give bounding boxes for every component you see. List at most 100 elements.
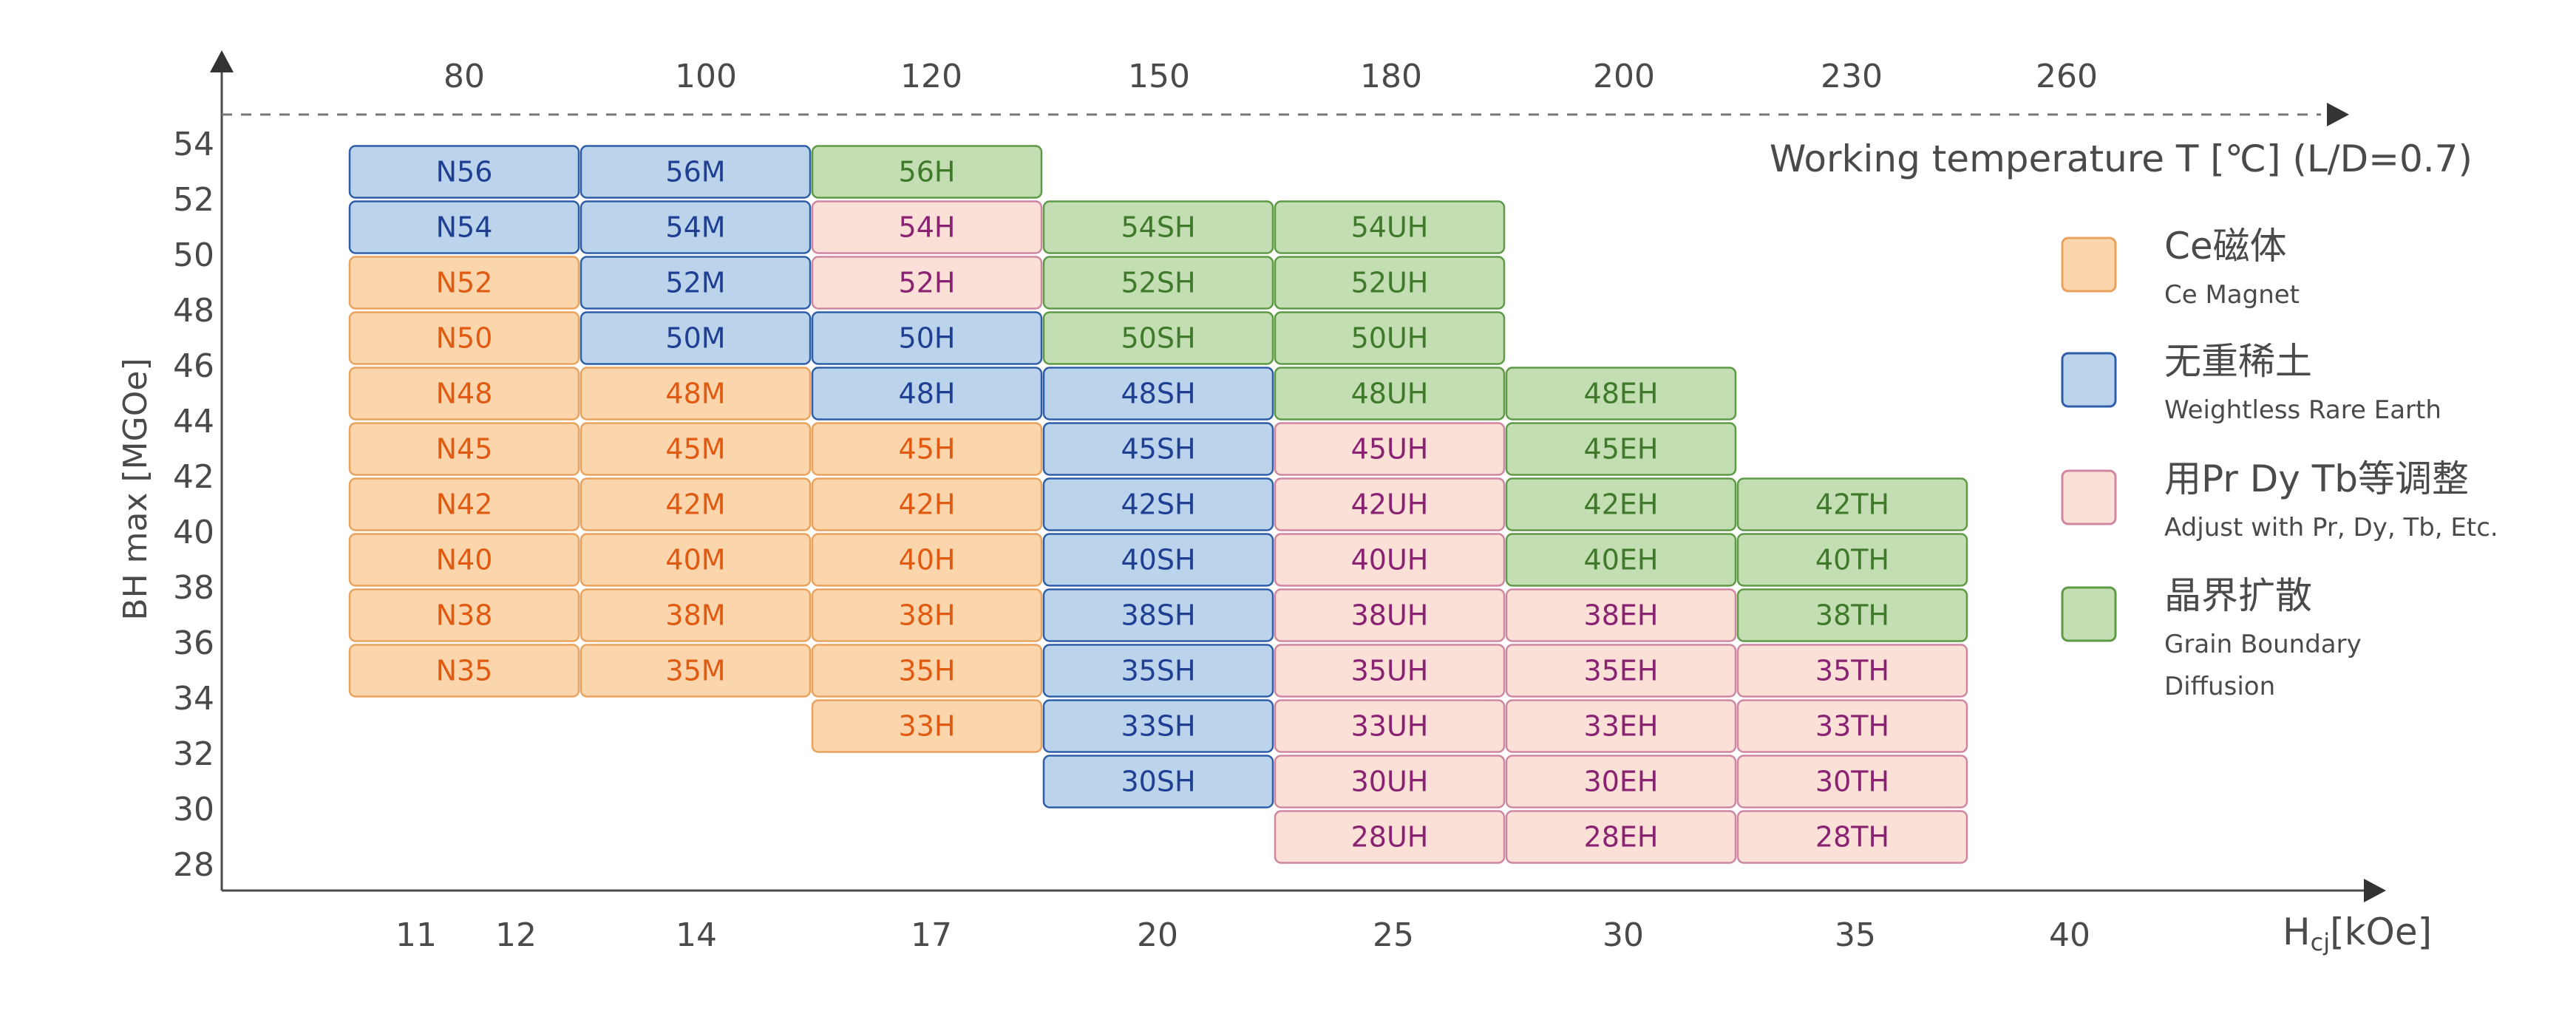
grade-cell — [348, 200, 580, 254]
grade-cell — [1042, 311, 1274, 365]
grade-cell — [1736, 588, 1968, 642]
grade-label: 28TH — [1815, 821, 1889, 854]
grade-label: 48UH — [1351, 378, 1429, 410]
grade-label: N52 — [436, 267, 493, 299]
grade-cell — [1505, 422, 1737, 476]
temp-tick-label: 120 — [900, 58, 962, 95]
grade-cell — [1505, 644, 1737, 698]
grade-label: 45M — [665, 433, 725, 466]
grade-label: 50H — [899, 322, 956, 355]
grade-label: N48 — [436, 378, 493, 410]
grade-cell — [1736, 810, 1968, 864]
grade-cell — [1042, 477, 1274, 531]
grade-cell — [1736, 477, 1968, 531]
grade-label: 40EH — [1584, 544, 1659, 576]
y-axis-arrow — [210, 50, 234, 72]
grade-cell — [1736, 755, 1968, 809]
legend-title: 晶界扩散 — [2164, 574, 2312, 617]
grade-cell — [1042, 644, 1274, 698]
grade-cell — [1505, 810, 1737, 864]
grade-cell — [811, 311, 1043, 365]
grade-cell — [811, 699, 1043, 753]
temp-tick-label: 180 — [1360, 58, 1422, 95]
y-tick-label: 52 — [173, 181, 214, 219]
grade-cell — [1505, 367, 1737, 421]
x-axis-label: Hcj[kOe] — [2283, 910, 2432, 956]
legend-swatch — [2061, 469, 2117, 525]
grade-cell — [1042, 588, 1274, 642]
grade-label: 33SH — [1121, 710, 1195, 743]
grade-cell — [1042, 256, 1274, 310]
grade-cells: N56N54N52N50N48N45N42N40N38N3556M54M52M5… — [348, 145, 1968, 864]
grade-cell — [811, 588, 1043, 642]
grade-cell — [1274, 699, 1506, 753]
grade-label: N56 — [436, 156, 493, 188]
y-tick-label: 38 — [173, 569, 214, 607]
grade-label: 52SH — [1121, 267, 1195, 299]
legend-subtitle: Adjust with Pr, Dy, Tb, Etc. — [2164, 513, 2498, 542]
grade-cell — [1274, 533, 1506, 587]
grade-cell — [1042, 533, 1274, 587]
grade-label: 54M — [665, 211, 725, 244]
y-tick-label: 42 — [173, 458, 214, 496]
y-tick-label: 50 — [173, 236, 214, 274]
grade-label: N40 — [436, 544, 493, 576]
grade-label: 35EH — [1584, 655, 1659, 687]
temp-tick-label: 100 — [675, 58, 737, 95]
hcj-tick-label: 25 — [1373, 916, 1414, 954]
grade-label: 45EH — [1584, 433, 1659, 466]
grade-label: 45UH — [1351, 433, 1429, 466]
grade-cell — [348, 367, 580, 421]
grade-cell — [1042, 367, 1274, 421]
y-tick-label: 46 — [173, 347, 214, 385]
grade-cell — [580, 588, 812, 642]
grade-label: 42M — [665, 489, 725, 521]
y-tick-label: 32 — [173, 735, 214, 773]
grade-label: 56H — [899, 156, 956, 188]
grade-label: 54H — [899, 211, 956, 244]
grade-label: 42H — [899, 489, 956, 521]
grade-label: 30TH — [1815, 766, 1889, 798]
grade-label: N54 — [436, 211, 493, 244]
grade-label: N50 — [436, 322, 493, 355]
grade-cell — [1274, 200, 1506, 254]
grade-cell — [811, 422, 1043, 476]
grade-cell — [1274, 810, 1506, 864]
grade-label: 50M — [665, 322, 725, 355]
y-tick-label: 30 — [173, 791, 214, 828]
grade-cell — [1505, 588, 1737, 642]
grade-cell — [580, 200, 812, 254]
grade-label: 33H — [899, 710, 956, 743]
legend-subtitle: Ce Magnet — [2164, 280, 2300, 310]
hcj-tick-label: 17 — [911, 916, 952, 954]
grade-label: 35M — [665, 655, 725, 687]
grade-cell — [348, 477, 580, 531]
legend-title: Ce磁体 — [2164, 225, 2287, 268]
grade-cell — [1274, 588, 1506, 642]
grade-cell — [580, 533, 812, 587]
grade-cell — [1274, 422, 1506, 476]
grade-label: 50SH — [1121, 322, 1195, 355]
grade-cell — [1505, 533, 1737, 587]
x-axis-label-sub: cj — [2311, 928, 2330, 956]
grade-label: 33EH — [1584, 710, 1659, 743]
grade-cell — [811, 256, 1043, 310]
grade-cell — [580, 256, 812, 310]
grade-cell — [811, 367, 1043, 421]
grade-cell — [1736, 699, 1968, 753]
grade-cell — [1274, 367, 1506, 421]
chart-title: Working temperature T [℃] (L/D=0.7) — [1770, 137, 2473, 180]
hcj-tick-label: 20 — [1137, 916, 1178, 954]
grade-label: 38SH — [1121, 599, 1195, 632]
x-axis-arrow — [2364, 879, 2386, 902]
grade-label: 30UH — [1351, 766, 1429, 798]
grade-label: N38 — [436, 599, 493, 632]
legend-subtitle: Diffusion — [2164, 672, 2275, 701]
grade-label: 54SH — [1121, 211, 1195, 244]
hcj-tick-label: 14 — [676, 916, 717, 954]
grade-label: 42UH — [1351, 489, 1429, 521]
grade-cell — [811, 200, 1043, 254]
grade-label: 52M — [665, 267, 725, 299]
